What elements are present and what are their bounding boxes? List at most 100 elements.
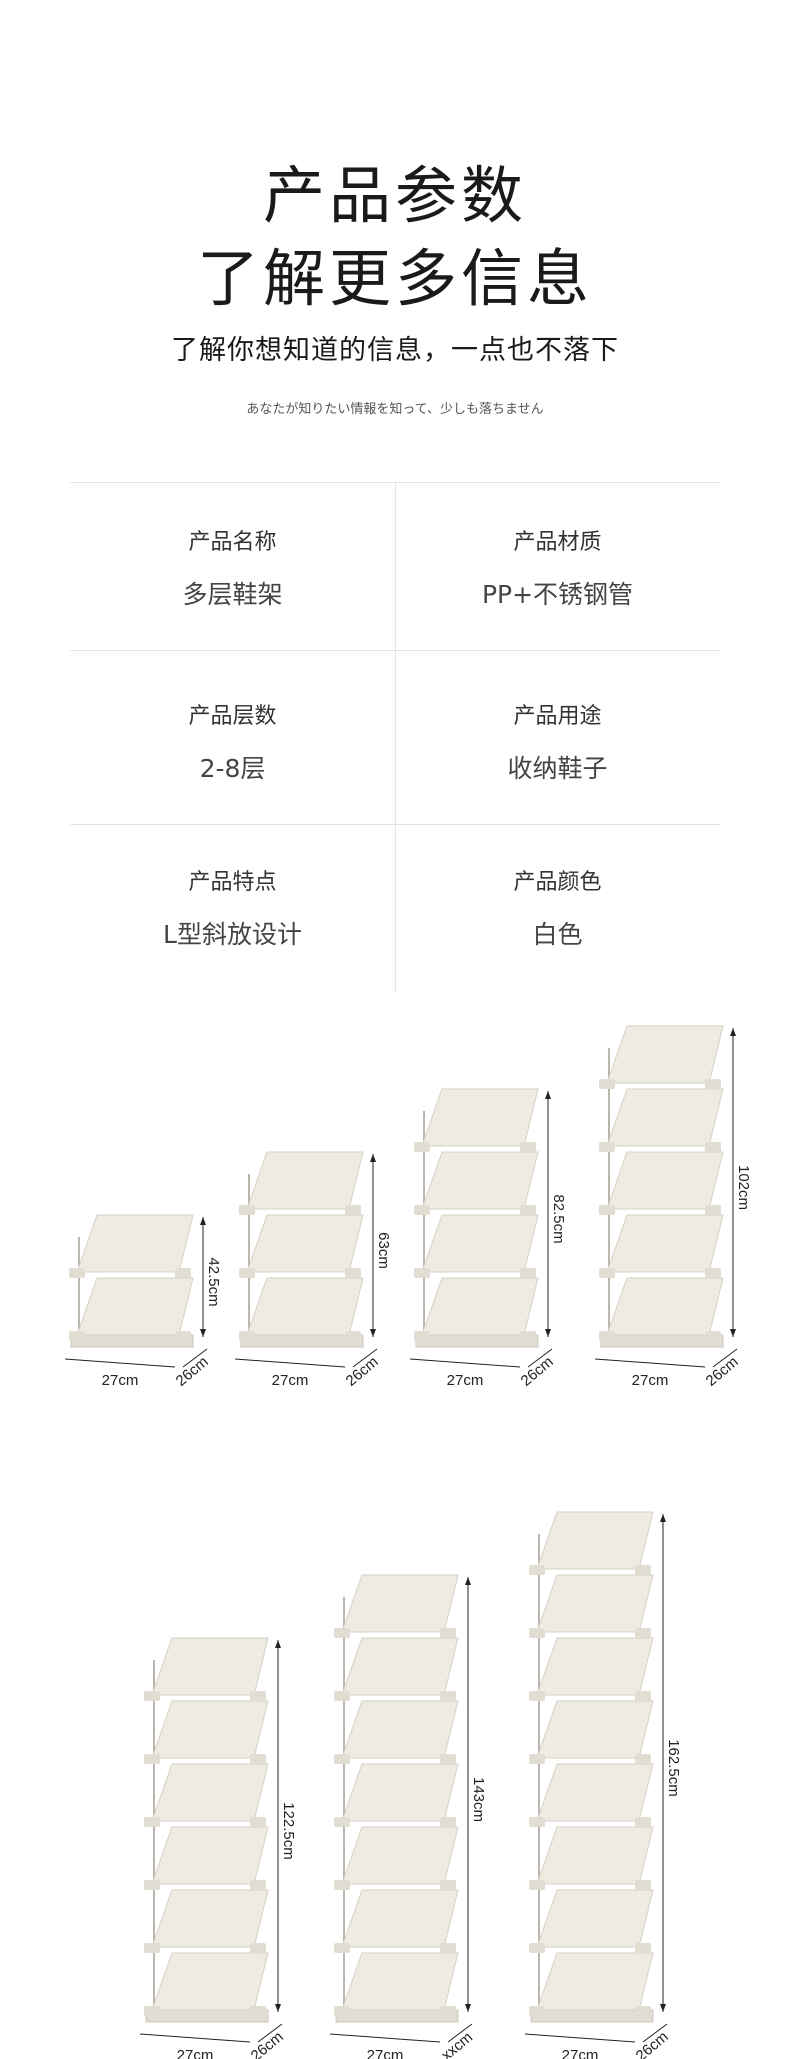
rack-base — [600, 1334, 724, 1348]
rack-shelf — [151, 1637, 269, 1696]
rack-joint — [705, 1205, 721, 1215]
rack-joint — [520, 1205, 536, 1215]
dimension-arrow — [465, 2004, 471, 2012]
spec-value: 收纳鞋子 — [507, 754, 608, 783]
rack-shelf — [606, 1151, 724, 1210]
width-dimension-line — [139, 2033, 251, 2043]
title-line-2: 了解更多信息 — [196, 242, 593, 315]
depth-label: 26cm — [518, 1353, 557, 1390]
rack-joint — [250, 1943, 266, 1953]
rack-joint — [635, 1817, 651, 1827]
width-dimension-line — [234, 1358, 346, 1368]
width-dimension-line — [594, 1358, 706, 1368]
rack-shelf — [151, 1826, 269, 1885]
depth-dimension-line — [447, 2023, 473, 2043]
rack-shelf — [246, 1214, 364, 1273]
rack-shelf — [421, 1088, 539, 1147]
rack-joint — [520, 1268, 536, 1278]
rack-joint — [520, 1142, 536, 1152]
rack-shelf — [606, 1214, 724, 1273]
rack-joint — [529, 1943, 545, 1953]
dimension-arrow — [545, 1091, 551, 1099]
rack-shelf — [536, 1700, 654, 1759]
spec-cell-material: 产品材质 PP+不锈钢管 — [395, 528, 720, 612]
rack-joint — [345, 1205, 361, 1215]
rack-joint — [175, 1331, 191, 1341]
depth-label: 26cm — [173, 1353, 212, 1390]
spec-value: 2-8层 — [199, 754, 266, 783]
rack-base — [415, 1334, 539, 1348]
rack-joint — [239, 1331, 255, 1341]
rack-joint — [250, 1817, 266, 1827]
width-label: 27cm — [447, 1372, 484, 1389]
rack-shelf — [341, 1889, 459, 1948]
rack-joint — [520, 1331, 536, 1341]
rack-joint — [250, 1754, 266, 1764]
spec-cell-name: 产品名称 多层鞋架 — [70, 528, 395, 612]
rack-joint — [440, 1817, 456, 1827]
dimension-arrow — [465, 1577, 471, 1585]
dimension-arrow — [370, 1329, 376, 1337]
rack-joint — [440, 1754, 456, 1764]
dimension-arrow — [370, 1154, 376, 1162]
rack-shelf — [536, 1511, 654, 1570]
rack-joint — [529, 1565, 545, 1575]
rack-shelf — [341, 1700, 459, 1759]
rack-joint — [440, 2006, 456, 2016]
rack-joint — [334, 1754, 350, 1764]
rack-joint — [705, 1268, 721, 1278]
rack-joint — [635, 1565, 651, 1575]
dimension-arrow — [730, 1329, 736, 1337]
height-label: 102cm — [735, 1165, 752, 1210]
depth-dimension-line — [182, 1348, 208, 1368]
rack-shelf — [151, 1700, 269, 1759]
rack-shelf — [536, 1889, 654, 1948]
rack-shelf — [341, 1826, 459, 1885]
rack-joint — [705, 1142, 721, 1152]
spec-value: PP+不锈钢管 — [481, 580, 634, 609]
rack-base — [240, 1334, 364, 1348]
spec-label: 产品层数 — [188, 704, 277, 729]
height-label: 82.5cm — [550, 1194, 567, 1243]
rack-joint — [345, 1331, 361, 1341]
rack-joint — [144, 1880, 160, 1890]
spec-value: 多层鞋架 — [182, 580, 283, 609]
rack-joint — [334, 1691, 350, 1701]
rack-shelf — [246, 1151, 364, 1210]
rack-joint — [529, 1628, 545, 1638]
spec-label: 产品材质 — [513, 530, 602, 555]
divider — [395, 482, 396, 992]
spec-cell-color: 产品颜色 白色 — [395, 868, 720, 952]
rack-joint — [440, 1691, 456, 1701]
width-label: 27cm — [562, 2047, 599, 2059]
spec-cell-usage: 产品用途 收纳鞋子 — [395, 702, 720, 786]
rack-shelf — [76, 1277, 194, 1336]
rack-joint — [529, 1817, 545, 1827]
rack-shelf — [536, 1952, 654, 2011]
height-label: 162.5cm — [665, 1739, 682, 1797]
depth-dimension-line — [527, 1348, 553, 1368]
rack-shelf — [421, 1214, 539, 1273]
rack-joint — [144, 1817, 160, 1827]
rack-joint — [635, 1880, 651, 1890]
rack-joint — [529, 1754, 545, 1764]
rack-joint — [599, 1079, 615, 1089]
width-dimension-line — [524, 2033, 636, 2043]
rack-shelf — [246, 1277, 364, 1336]
depth-label: 26cm — [703, 1353, 742, 1390]
rack-shelf — [421, 1151, 539, 1210]
rack-joint — [635, 1943, 651, 1953]
rack-joint — [334, 1943, 350, 1953]
rack-joint — [705, 1079, 721, 1089]
rack-joint — [635, 1628, 651, 1638]
rack-joint — [440, 1943, 456, 1953]
rack-joint — [334, 1628, 350, 1638]
rack-joint — [414, 1142, 430, 1152]
spec-table: 产品名称 多层鞋架 产品材质 PP+不锈钢管 产品层数 2-8层 产品用途 收纳… — [70, 482, 720, 992]
rack-shelf — [151, 1763, 269, 1822]
rack-joint — [529, 1880, 545, 1890]
rack-joint — [69, 1331, 85, 1341]
depth-dimension-line — [642, 2023, 668, 2043]
rack-joint — [599, 1331, 615, 1341]
